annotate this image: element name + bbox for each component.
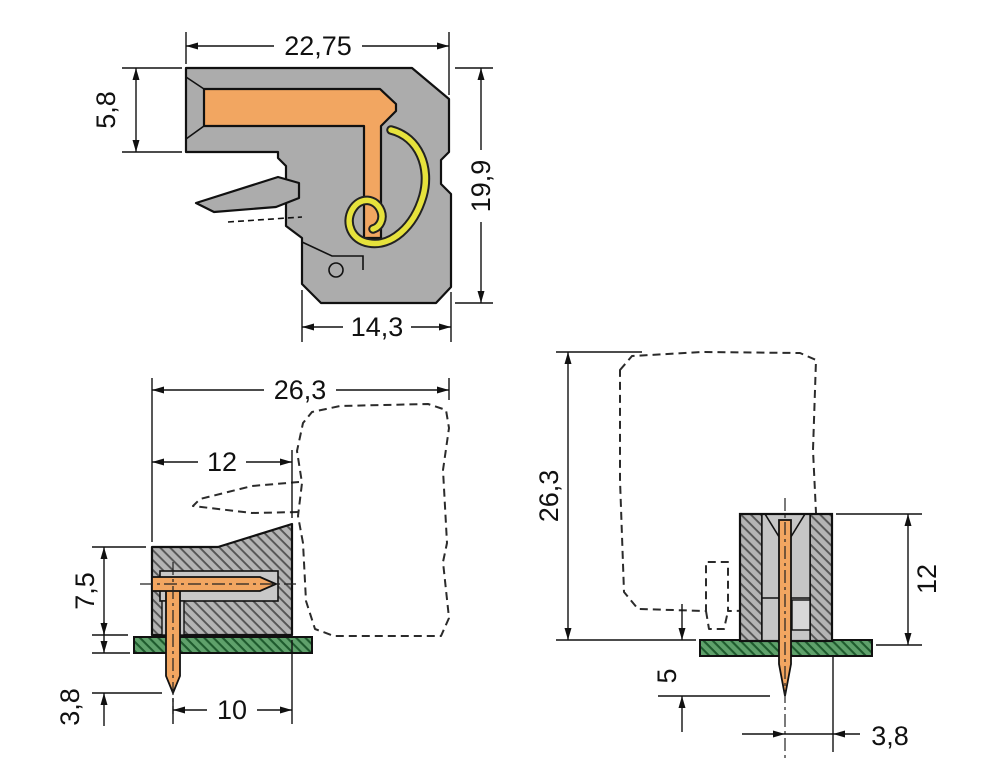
dim-entry-height: 5,8 <box>91 67 182 153</box>
dim-overall-height: 19,9 <box>455 67 496 304</box>
dim-pin-below-board: 5 <box>652 604 770 732</box>
mating-connector-outline <box>296 403 450 637</box>
dim-overall-length-label: 26,3 <box>274 375 327 405</box>
dim-header-height-front: 12 <box>836 513 942 646</box>
male-pin-front <box>778 519 792 697</box>
dim-pin-below-board-label: 5 <box>652 668 682 683</box>
mating-lever-outline <box>192 481 300 514</box>
contact-cavity-line <box>301 241 364 270</box>
header-wall-right <box>809 513 833 642</box>
dim-header-length-label: 12 <box>207 447 237 477</box>
pcb <box>133 636 313 654</box>
dim-pin-to-edge-front-label: 3,8 <box>871 721 909 751</box>
dim-pin-to-edge: 10 <box>172 640 293 725</box>
dim-body-width-label: 14,3 <box>351 312 404 342</box>
dim-label-bg <box>343 313 411 341</box>
dim-label-bg <box>198 448 246 476</box>
release-lever <box>194 175 301 214</box>
dim-pin-protrusion: 3,8 <box>55 622 162 726</box>
dim-pin-to-edge-label: 10 <box>217 695 247 725</box>
dim-overall-height-label: 19,9 <box>466 160 496 213</box>
dim-header-height-front-label: 12 <box>912 564 942 594</box>
mating-latch-outline <box>705 610 729 630</box>
dim-overall-height-front-label: 26,3 <box>534 470 564 523</box>
dim-body-width: 14,3 <box>301 290 452 342</box>
clamp-spring <box>346 127 429 247</box>
dim-overall-width: 22,75 <box>185 31 450 95</box>
lever-alt-position-line <box>227 216 303 223</box>
dim-header-length: 12 <box>152 447 293 518</box>
dim-label-bg <box>207 696 257 724</box>
dim-label-bg <box>466 150 496 222</box>
dim-overall-length: 26,3 <box>151 375 450 542</box>
dim-label-bg <box>274 32 362 60</box>
cross-section-view: 22,75 5,8 19,9 14,3 <box>91 31 496 342</box>
dim-entry-height-label: 5,8 <box>91 91 121 129</box>
dim-pin-to-edge-front: 3,8 <box>742 655 909 752</box>
dim-pin-protrusion-label: 3,8 <box>55 688 85 726</box>
wire-entry-funnel-line-top <box>185 76 205 90</box>
dim-header-height: 7,5 <box>70 546 146 636</box>
dim-overall-width-label: 22,75 <box>284 31 352 61</box>
dim-header-height-label: 7,5 <box>70 572 100 610</box>
dim-overall-height-front: 26,3 <box>534 351 696 641</box>
contact-block <box>791 599 811 631</box>
header-wall-left <box>739 513 763 642</box>
front-view: 26,3 12 5 3,8 <box>534 351 942 758</box>
contact-detail-circle <box>328 262 344 278</box>
wire-entry-funnel-line-bottom <box>185 125 205 140</box>
dim-label-bg <box>264 376 336 404</box>
side-view: 26,3 12 7,5 3,8 10 <box>55 375 450 726</box>
